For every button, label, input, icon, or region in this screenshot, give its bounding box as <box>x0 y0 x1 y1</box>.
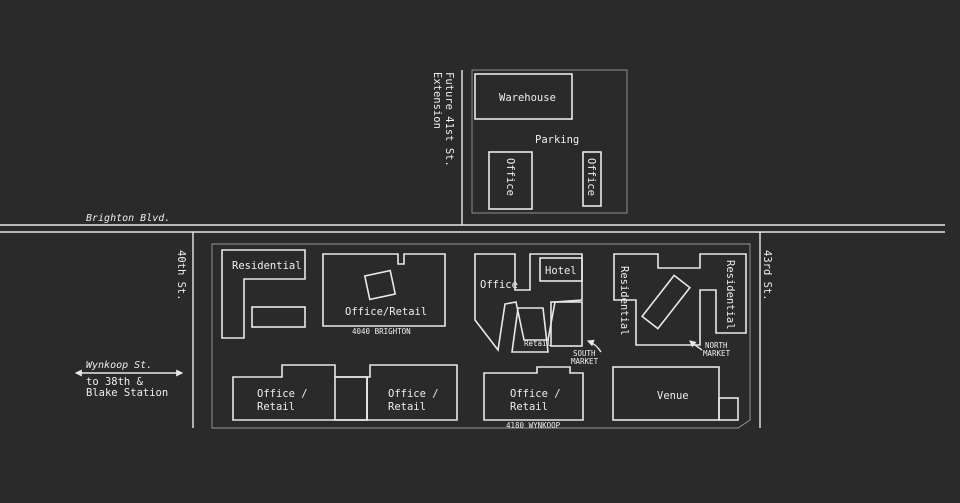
retail-small-label: Retail <box>524 339 551 348</box>
north-lot <box>471 69 628 214</box>
future-41st-label-1: Future 41st St. <box>443 72 455 167</box>
office-a-label: Office <box>504 158 516 196</box>
warehouse-building <box>474 73 573 120</box>
office-retail-s3-building <box>483 366 584 421</box>
residential-nw-building <box>221 249 306 339</box>
office-retail-s2-label-1: Office / <box>388 388 439 400</box>
street-labels: Brighton Blvd. Future 41st St. Extension… <box>86 72 773 399</box>
office-retail-s3-label-2: Retail <box>510 401 548 413</box>
retail-small-building <box>550 301 583 347</box>
north-buildings <box>474 73 602 210</box>
office-retail-center-building <box>322 253 446 327</box>
43rd-st-label: 43rd St. <box>761 250 773 301</box>
north-market-label-2: MARKET <box>703 349 731 358</box>
residential-e2-label: Residential <box>724 260 736 330</box>
south-market-label-2: MARKET <box>571 357 599 366</box>
office-retail-s3-label-1: Office / <box>510 388 561 400</box>
parking-label: Parking <box>535 134 579 146</box>
station-label-1: to 38th & <box>86 376 144 388</box>
station-label-2: Blake Station <box>86 387 168 399</box>
north-market-arrow <box>689 340 703 351</box>
address-4040-label: 4040 BRIGHTON <box>352 327 411 336</box>
venue-building <box>612 366 720 421</box>
future-41st-label-2: Extension <box>431 72 443 129</box>
office-retail-s2-building <box>366 364 458 421</box>
venue-annex <box>718 397 739 421</box>
lots <box>211 69 751 429</box>
north-market-label-1: NORTH <box>705 341 728 350</box>
roads <box>0 70 945 428</box>
office-retail-sw-annex <box>334 376 368 421</box>
residential-nw-label: Residential <box>232 260 302 272</box>
building-labels: Warehouse Parking Office Office Resident… <box>232 92 736 430</box>
south-buildings <box>221 249 747 421</box>
brighton-blvd-road <box>0 224 945 233</box>
office-building-b <box>582 151 602 207</box>
brighton-blvd-label: Brighton Blvd. <box>86 213 170 224</box>
hotel-building <box>539 257 583 282</box>
office-building-a <box>488 151 533 210</box>
address-4180-label: 4180 WYNKOOP <box>506 421 561 430</box>
residential-east-building <box>613 253 747 346</box>
central-tower <box>511 307 549 353</box>
south-market-arrow <box>586 339 602 353</box>
office-retail-sw-label-1: Office / <box>257 388 308 400</box>
office-retail-s2-label-2: Retail <box>388 401 426 413</box>
office-retail-sw-label-2: Retail <box>257 401 295 413</box>
south-lot <box>211 243 751 429</box>
office-retail-center-label: Office/Retail <box>345 306 427 318</box>
residential-e1-label: Residential <box>618 266 630 336</box>
office-mid-label: Office <box>480 279 518 291</box>
wynkoop-st-label: Wynkoop St. <box>86 360 152 371</box>
residential-east-tower <box>640 274 692 330</box>
residential-nw-annex <box>251 306 306 328</box>
40th-st-label: 40th St. <box>175 250 187 301</box>
hotel-label: Hotel <box>545 265 577 277</box>
venue-label: Venue <box>657 390 689 402</box>
office-b-label: Office <box>585 158 597 196</box>
warehouse-label: Warehouse <box>499 92 556 104</box>
south-market-label-1: SOUTH <box>573 349 596 358</box>
office-retail-center-atrium <box>363 269 397 301</box>
